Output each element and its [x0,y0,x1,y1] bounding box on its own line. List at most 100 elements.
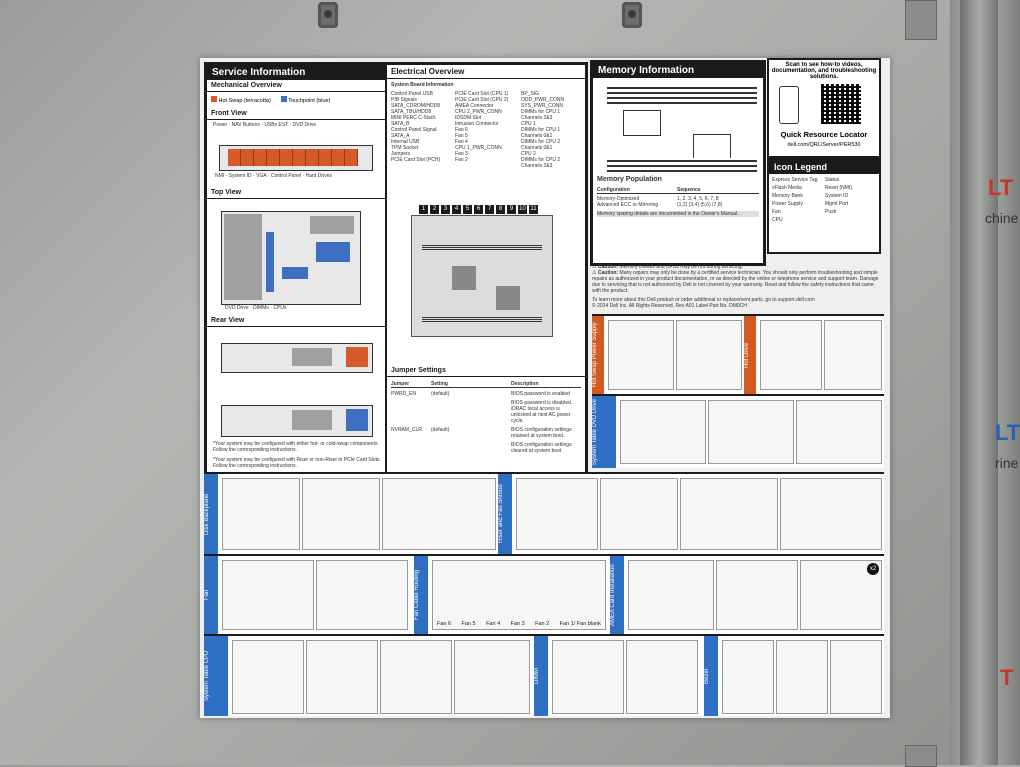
bezel-label: Bezel [704,636,718,716]
fan-label: Fan [204,556,218,634]
board-info-title: System Board Information [391,82,454,88]
fan-step-1 [222,560,314,630]
qr-scan-text: Scan to see how-to videos, documentation… [771,62,877,80]
shroud-step-1 [516,478,598,550]
hot-swap-hdd-label: Hot Drive [744,316,756,394]
board-legend-col2: PCIE Card Slot (CPU 1)PCIE Card Slot (CP… [455,91,509,163]
screw-right [622,2,642,28]
amea-step-2 [716,560,798,630]
dimm-step-2 [626,640,698,714]
rear-view-diagram-1 [221,343,373,373]
cpu-step-3 [380,640,452,714]
service-title: Service Information [207,65,385,80]
color-key: Hot Swap (terracotta) Touchpoint (blue) [207,92,385,108]
dvd-step-3 [796,400,882,464]
legend-tag-icon: Express Service Tag [772,177,818,183]
top-labels: DVD Drive · DIMMs · CPUs [225,305,287,311]
phone-icon [779,86,799,124]
swap-note: *Your system may be configured with eith… [213,441,379,453]
bg-text-lt2: LT [995,420,1020,445]
shroud-step-2 [600,478,678,550]
shroud-step-4 [780,478,882,550]
qrl-url: dell.com/QRL/Server/PER530 [787,142,861,148]
disk-backplane-label: Disk Backplane [204,474,218,554]
bg-text-t3: T [1000,665,1014,690]
system-board-diagram [411,215,553,337]
backplane-step-2 [302,478,380,550]
mechanical-title: Mechanical Overview [207,80,385,92]
front-view-diagram [219,145,373,171]
hdd-step-1 [760,320,822,390]
cpu-step-2 [306,640,378,714]
fan-step-2 [316,560,408,630]
front-view-title: Front View [207,108,385,120]
legend-sysid-icon: System ID [825,193,849,199]
front-labels-bottom: NMI · System ID · VGA · Control Panel · … [215,173,332,179]
hdd-step-2 [824,320,882,390]
qrl-title: Quick Resource Locator [780,130,868,139]
riser-fan-shroud-label: Riser and Fan Shroud [498,474,512,554]
system-table-cpu-label: System Table CPU [204,636,228,716]
riser-note: *Your system may be configured with Rise… [213,457,381,469]
amea-step-3: x2 [800,560,882,630]
chassis-rail [960,0,998,765]
legend-mgmt-icon: Mgmt Port [825,201,849,207]
service-panel: Service Information Mechanical Overview … [204,62,588,478]
bg-text-lt1: LT [988,175,1014,200]
memory-population-title: Memory Population [597,176,662,183]
screw-left [318,2,338,28]
electrical-title: Electrical Overview [387,65,585,79]
bg-text-chine: chine [985,210,1019,226]
amea-card-label: AMEA Card Installation [610,556,624,634]
memory-title: Memory Information [593,63,763,78]
memory-diagram [593,78,763,173]
legend-vflash-icon: vFlash Media [772,185,802,191]
rear-view-diagram-2 [221,405,373,437]
hot-swap-key: Hot Swap (terracotta) [211,96,271,104]
x2-badge: x2 [867,563,879,575]
hot-swap-psu-label: Hot Swap Power Supply [592,316,604,394]
shroud-step-3 [680,478,778,550]
mechanical-column: Service Information Mechanical Overview … [207,65,387,475]
rear-view-title: Rear View [207,315,385,327]
qr-panel: Scan to see how-to videos, documentation… [767,58,881,158]
legend-reset-icon: Reset (NMI) [825,185,852,191]
latch-top [905,0,937,40]
front-labels-top: Power · NAV Buttons · USBs EST · DVD Dri… [213,122,317,128]
bezel-step-2 [776,640,828,714]
backplane-step-1 [222,478,300,550]
legend-memory-icon: Memory Bank [772,193,803,199]
legend-psu-icon: Power Supply [772,201,803,207]
bezel-step-3 [830,640,882,714]
fan-cable-routing-label: Fan Cable Routing [414,556,428,634]
electrical-column: Electrical Overview System Board Informa… [387,65,585,475]
psu-step-2 [676,320,742,390]
legend-cpu-icon: CPU [772,217,783,223]
cpu-row: System Table CPU DIMM Bezel [204,634,884,716]
dvd-row: System Table DVD Drive [592,394,884,468]
dimm-step-1 [552,640,624,714]
psu-step-1 [608,320,674,390]
legend-fan-icon: Fan [772,209,781,215]
legend-push-icon: Push [825,209,837,215]
backplane-row: Disk Backplane Riser and Fan Shroud [204,472,884,554]
backplane-step-3 [382,478,496,550]
jumper-title: Jumper Settings [387,365,585,377]
dvd-step-1 [620,400,706,464]
caution-block: ⚠ Caution: Memory DIMMs and CPUs may be … [592,264,879,309]
dimm-label: DIMM [534,636,548,716]
dvd-step-2 [708,400,794,464]
cpu-step-1 [232,640,304,714]
system-table-dvd-label: System Table DVD Drive [592,396,616,468]
cpu-step-4 [454,640,530,714]
jumper-table: Jumper Setting Description PWRD_EN(defau… [391,381,581,454]
